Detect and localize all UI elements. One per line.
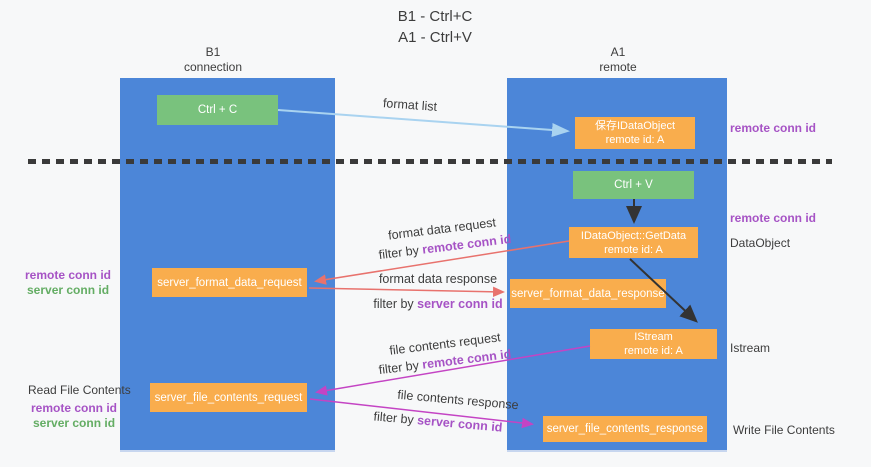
left-mid-server-conn-id: server conn id xyxy=(27,283,110,297)
node-istream: IStream remote id: A xyxy=(590,329,717,359)
node-idataobject-getdata: IDataObject::GetData remote id: A xyxy=(569,227,698,258)
title-line-2: A1 - Ctrl+V xyxy=(398,29,472,46)
label-format-data-response: format data response xyxy=(378,272,498,286)
label-write-file-contents: Write File Contents xyxy=(733,423,835,437)
node-save-idataobject: 保存IDataObject remote id: A xyxy=(575,117,695,149)
node-istream-line1: IStream xyxy=(634,331,673,343)
left-bottom-remote-conn-id: remote conn id xyxy=(31,401,118,415)
node-getdata-line2: remote id: A xyxy=(604,243,663,256)
node-ctrl-v-label: Ctrl + V xyxy=(614,179,653,191)
node-server-file-contents-request: server_file_contents_request xyxy=(150,383,307,412)
left-mid-remote-conn-id: remote conn id xyxy=(25,268,112,282)
node-ctrl-v: Ctrl + V xyxy=(573,171,694,199)
format-data-response-arrow xyxy=(308,286,505,298)
node-save-idataobject-line1: 保存IDataObject xyxy=(594,120,676,132)
label-filter-server-conn-2: filter by server conn id xyxy=(368,409,509,435)
lane-a1-name: A1 xyxy=(610,45,626,59)
right-remote-conn-id-top: remote conn id xyxy=(730,121,817,135)
node-getdata-line1: IDataObject::GetData xyxy=(580,229,687,242)
filter-by-text: filter by xyxy=(373,409,415,427)
lane-b1-role: connection xyxy=(183,60,243,74)
node-istream-line2: remote id: A xyxy=(624,345,683,357)
node-ctrl-c-label: Ctrl + C xyxy=(197,104,238,116)
title-line-1: B1 - Ctrl+C xyxy=(397,8,473,25)
filter-by-text: filter by xyxy=(373,297,414,311)
node-file-request-label: server_file_contents_request xyxy=(154,391,303,404)
server-conn-id-text: server conn id xyxy=(417,297,503,311)
server-conn-id-text: server conn id xyxy=(416,413,503,435)
label-format-list: format list xyxy=(382,96,438,114)
diagram-title: B1 - Ctrl+C A1 - Ctrl+V xyxy=(335,6,535,48)
lane-a1-role: remote xyxy=(599,60,637,74)
filter-by-text: filter by xyxy=(377,358,420,378)
node-format-response-label: server_format_data_response xyxy=(511,287,665,300)
right-remote-conn-id-mid: remote conn id xyxy=(730,211,817,225)
label-istream: Istream xyxy=(730,341,771,355)
label-dataobject: DataObject xyxy=(730,236,791,250)
dashed-boundary-line xyxy=(28,159,832,164)
lane-header-a1: A1 remote xyxy=(553,45,683,75)
node-save-idataobject-line2: remote id: A xyxy=(605,134,665,146)
node-file-response-label: server_file_contents_response xyxy=(546,423,704,435)
left-bottom-server-conn-id: server conn id xyxy=(33,416,116,430)
node-server-file-contents-response: server_file_contents_response xyxy=(543,416,707,442)
node-format-request-label: server_format_data_request xyxy=(157,276,302,289)
label-filter-server-conn-1: filter by server conn id xyxy=(368,297,508,311)
label-read-file-contents: Read File Contents xyxy=(28,383,131,397)
filter-by-text: filter by xyxy=(377,243,420,263)
lane-b1-name: B1 xyxy=(205,45,221,59)
node-server-format-data-response: server_format_data_response xyxy=(510,279,666,308)
node-server-format-data-request: server_format_data_request xyxy=(152,268,307,297)
node-ctrl-c: Ctrl + C xyxy=(157,95,278,125)
lane-header-b1: B1 connection xyxy=(148,45,278,75)
